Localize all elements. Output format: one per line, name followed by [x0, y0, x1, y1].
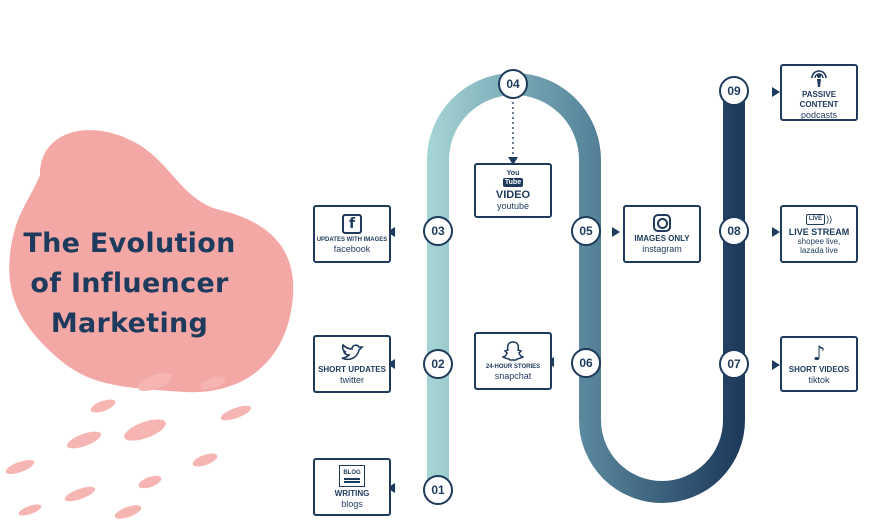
arrow-03 — [387, 227, 395, 237]
card-sub: youtube — [496, 201, 530, 211]
card-sub: facebook — [333, 244, 371, 254]
card-label: IMAGES ONLY — [634, 234, 690, 243]
node-08: 08 — [719, 216, 749, 246]
card-writing: BLOG WRITING blogs — [313, 458, 391, 516]
card-short-updates: SHORT UPDATES twitter — [313, 335, 391, 393]
card-video: You Tube VIDEO youtube — [474, 163, 552, 218]
card-images-only: IMAGES ONLY instagram — [623, 205, 701, 263]
arrow-07 — [772, 360, 780, 370]
arrow-09 — [772, 87, 780, 97]
youtube-icon: You Tube — [502, 170, 524, 187]
arrow-05 — [612, 227, 620, 237]
card-live-stream: LIVE )) LIVE STREAM shopee live, lazada … — [780, 205, 858, 263]
card-sub: tiktok — [808, 375, 830, 385]
facebook-icon: f — [342, 214, 362, 234]
node-01: 01 — [423, 475, 453, 505]
card-label: LIVE STREAM — [788, 226, 850, 237]
live-icon: LIVE )) — [805, 213, 832, 225]
pink-dashes — [5, 372, 252, 519]
card-sub: instagram — [642, 244, 682, 254]
node-02: 02 — [423, 349, 453, 379]
card-passive-content: PASSIVE CONTENT podcasts — [780, 64, 858, 121]
podcast-icon — [808, 66, 830, 88]
arrow-08 — [772, 227, 780, 237]
node-03: 03 — [423, 216, 453, 246]
card-label: 24-HOUR STORIES — [485, 364, 541, 370]
node-09: 09 — [719, 76, 749, 106]
node-07: 07 — [719, 349, 749, 379]
card-label: SHORT UPDATES — [318, 365, 386, 374]
node-04: 04 — [498, 69, 528, 99]
timeline-track — [427, 73, 745, 503]
card-label: VIDEO — [495, 189, 531, 201]
card-label: WRITING — [334, 489, 370, 498]
snapchat-icon — [502, 341, 524, 361]
twitter-icon — [340, 343, 364, 363]
node-06: 06 — [571, 348, 601, 378]
page-title: The Evolution of Influencer Marketing — [23, 228, 236, 339]
card-label: UPDATES WITH IMAGES — [316, 237, 388, 243]
instagram-icon — [653, 214, 671, 232]
blog-icon: BLOG — [339, 465, 365, 487]
card-sub: podcasts — [800, 109, 838, 120]
card-24-hour-stories: 24-HOUR STORIES snapchat — [474, 332, 552, 390]
arrow-02 — [387, 359, 395, 369]
card-sub: twitter — [339, 375, 364, 385]
card-short-videos: ♪ SHORT VIDEOS tiktok — [780, 336, 858, 392]
card-label: PASSIVE CONTENT — [799, 89, 839, 109]
card-sub: snapchat — [494, 371, 532, 381]
tiktok-icon: ♪ — [812, 341, 826, 365]
card-updates-with-images: f UPDATES WITH IMAGES facebook — [313, 205, 391, 263]
pink-blob — [9, 130, 294, 393]
card-sub-2: lazada live — [800, 245, 838, 255]
arrow-01 — [387, 483, 395, 493]
card-sub: blogs — [341, 499, 363, 509]
card-sub: shopee live, — [797, 236, 841, 246]
card-label: SHORT VIDEOS — [788, 365, 850, 374]
node-05: 05 — [571, 216, 601, 246]
